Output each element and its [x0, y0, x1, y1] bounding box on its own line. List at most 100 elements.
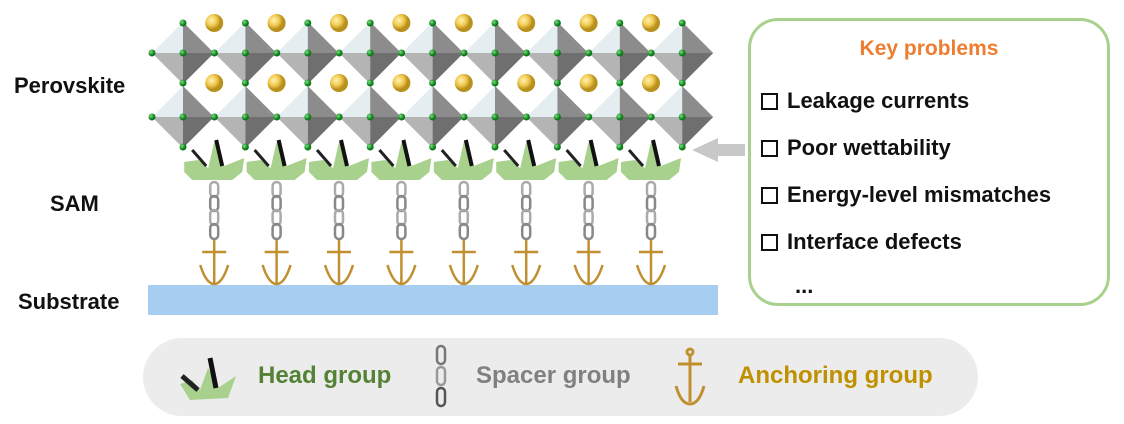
octahedron — [526, 22, 589, 84]
halide-atom — [179, 113, 187, 121]
halide-atom — [585, 49, 593, 57]
cation-sphere — [454, 74, 473, 92]
sam-molecule — [309, 139, 369, 286]
halide-atom — [647, 113, 655, 121]
cation-sphere — [267, 14, 286, 32]
legend: Head group Spacer group Anchoring group — [143, 338, 978, 416]
halide-atom — [179, 79, 187, 87]
arrow-icon — [692, 138, 745, 162]
cation-sphere — [205, 74, 224, 92]
halide-atom — [366, 143, 374, 151]
cation-sphere — [517, 14, 536, 32]
head-group-icon — [180, 357, 236, 400]
halide-atom — [460, 113, 468, 121]
cation-sphere — [579, 14, 598, 32]
chain-link — [271, 222, 282, 241]
key-problems-panel: Key problems Leakage currents Poor wetta… — [748, 18, 1110, 306]
cation-sphere — [392, 74, 411, 92]
chain-link — [208, 222, 220, 241]
head-group — [371, 142, 432, 180]
head-group — [433, 142, 494, 180]
halide-atom — [522, 49, 530, 57]
octahedron — [214, 22, 277, 84]
head-group — [246, 142, 307, 180]
anchor — [448, 240, 479, 286]
octahedron — [651, 22, 714, 84]
checkbox-icon — [761, 92, 778, 110]
octahedron — [588, 22, 651, 84]
sam-molecule — [558, 139, 619, 286]
halide-atom — [179, 19, 187, 27]
octahedron — [464, 22, 526, 84]
cation-sphere — [579, 74, 598, 92]
octahedron — [464, 86, 526, 148]
halide-atom — [210, 49, 218, 57]
key-problems-title: Key problems — [859, 37, 999, 60]
cation-sphere — [517, 74, 536, 92]
halide-atom — [678, 143, 686, 151]
halide-atom — [241, 49, 249, 57]
problem-item: Poor wettability — [761, 135, 951, 161]
halide-atom — [273, 49, 281, 57]
halide-atom — [335, 49, 343, 57]
halide-atom — [678, 49, 686, 57]
halide-atom — [304, 113, 312, 121]
halide-atom — [460, 49, 468, 57]
halide-atom — [179, 143, 187, 151]
head-group — [558, 142, 619, 180]
halide-atom — [585, 113, 593, 121]
halide-atom — [429, 79, 437, 87]
octahedron — [276, 22, 339, 84]
sam-molecule — [371, 139, 432, 286]
checkbox-icon — [761, 186, 778, 204]
halide-atom — [241, 143, 249, 151]
chain-link — [396, 222, 407, 241]
substrate-layer — [148, 285, 718, 315]
halide-atom — [241, 113, 249, 121]
sam-molecule — [621, 139, 681, 286]
sam-molecule — [433, 139, 494, 286]
octahedron — [401, 22, 464, 84]
halide-atom — [616, 49, 624, 57]
halide-atom — [398, 113, 406, 121]
perovskite-lattice — [148, 14, 714, 151]
octahedron — [152, 86, 214, 148]
legend-anchor-label: Anchoring group — [738, 362, 933, 389]
halide-atom — [210, 113, 218, 121]
halide-atom — [335, 113, 343, 121]
sam-molecule — [246, 139, 307, 286]
halide-atom — [304, 49, 312, 57]
sam-molecule — [496, 139, 557, 286]
cation-sphere — [454, 14, 473, 32]
halide-atom — [429, 113, 437, 121]
cation-sphere — [267, 74, 286, 92]
halide-atom — [616, 19, 624, 27]
substrate-label: Substrate — [18, 289, 120, 314]
halide-atom — [616, 143, 624, 151]
anchor — [511, 240, 542, 286]
sam-label: SAM — [50, 191, 99, 216]
head-group — [309, 142, 369, 180]
sam-molecules — [184, 139, 681, 286]
octahedron — [339, 86, 402, 148]
octahedron — [152, 22, 214, 84]
octahedron — [214, 86, 277, 148]
chain-link — [583, 222, 594, 241]
sam-molecule — [184, 139, 245, 286]
checkbox-icon — [761, 233, 778, 251]
halide-atom — [273, 113, 281, 121]
halide-atom — [241, 19, 249, 27]
halide-atom — [366, 113, 374, 121]
cation-sphere — [392, 14, 411, 32]
halide-atom — [491, 143, 499, 151]
halide-atom — [148, 49, 156, 57]
halide-atom — [148, 113, 156, 121]
chain-icon — [435, 344, 447, 408]
chain-link — [333, 222, 345, 241]
anchor — [199, 240, 230, 286]
octahedron — [526, 86, 589, 148]
octahedron — [401, 86, 464, 148]
halide-atom — [429, 143, 437, 151]
problem-item: Energy-level mismatches — [761, 182, 1051, 208]
